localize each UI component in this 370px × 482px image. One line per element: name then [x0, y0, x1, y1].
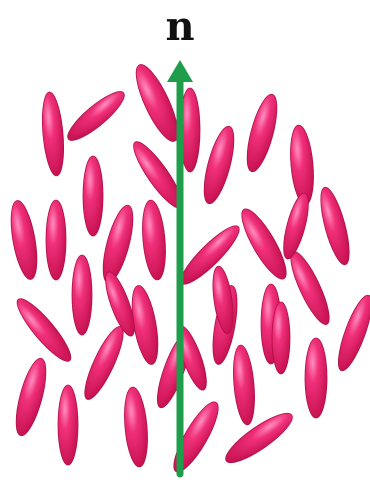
lc-molecule — [231, 344, 258, 425]
molecule-layer — [6, 60, 370, 477]
lc-molecule — [241, 92, 283, 175]
lc-molecule — [58, 385, 78, 465]
lc-molecule — [332, 292, 370, 374]
lc-molecule — [315, 185, 355, 267]
lc-molecule — [46, 200, 66, 280]
lc-molecule — [166, 397, 225, 477]
lc-molecule — [10, 356, 52, 439]
lc-molecule — [97, 203, 139, 286]
lc-molecule — [39, 91, 66, 176]
director-label: n — [165, 3, 194, 50]
lc-molecule — [72, 255, 92, 335]
lc-molecule — [220, 406, 298, 470]
lc-molecule — [122, 386, 151, 468]
lc-molecule — [305, 338, 327, 418]
lc-molecule — [198, 124, 240, 207]
lc-molecule — [78, 323, 130, 404]
lc-molecule — [6, 199, 42, 282]
lc-molecule — [272, 302, 290, 374]
lc-molecule — [83, 156, 103, 236]
lc-molecule — [62, 85, 130, 147]
lc-molecule — [140, 199, 169, 281]
lc-molecule — [175, 220, 246, 291]
lc-molecule — [11, 293, 78, 367]
director-arrow-head — [167, 60, 193, 82]
lc-molecule — [279, 191, 314, 261]
lc-molecule — [284, 248, 336, 329]
